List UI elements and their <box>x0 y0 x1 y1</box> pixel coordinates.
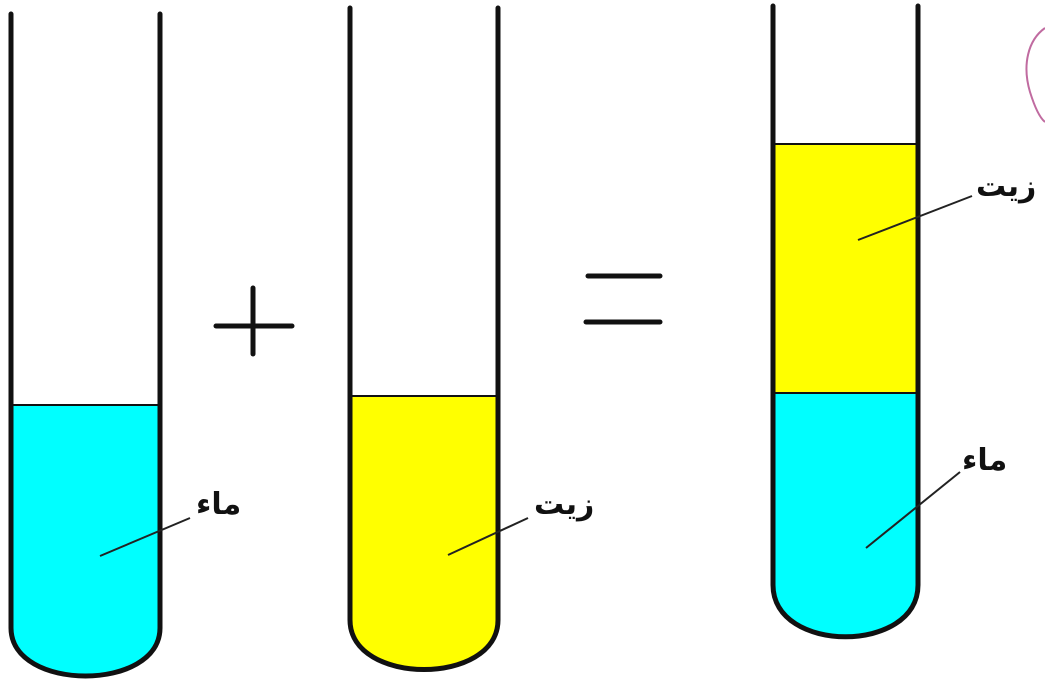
mixture-oil-layer <box>773 144 918 394</box>
oil-leader-line <box>447 517 529 556</box>
tube-oil: زيت <box>347 5 594 672</box>
mixture-water-leader-line <box>865 471 961 549</box>
tube-mixture-outline <box>770 3 921 640</box>
tube-water-outline <box>8 11 163 679</box>
oil-fill <box>350 396 498 668</box>
tube-water: ماء <box>8 11 241 679</box>
oil-label: زيت <box>534 487 594 522</box>
mixture-water-label: ماء <box>962 443 1007 478</box>
equals-sign <box>583 273 663 325</box>
plus-sign <box>213 285 295 357</box>
mixture-oil-leader-line <box>857 195 973 241</box>
water-label: ماء <box>196 487 241 522</box>
water-fill <box>11 405 160 675</box>
tube-oil-outline <box>347 5 501 672</box>
water-leader-line <box>99 517 191 557</box>
tube-mixture: زيت ماء <box>770 3 1036 640</box>
corner-circle-fragment <box>1025 27 1045 123</box>
mixture-oil-label: زيت <box>976 169 1036 204</box>
mixture-water-layer <box>773 394 918 636</box>
